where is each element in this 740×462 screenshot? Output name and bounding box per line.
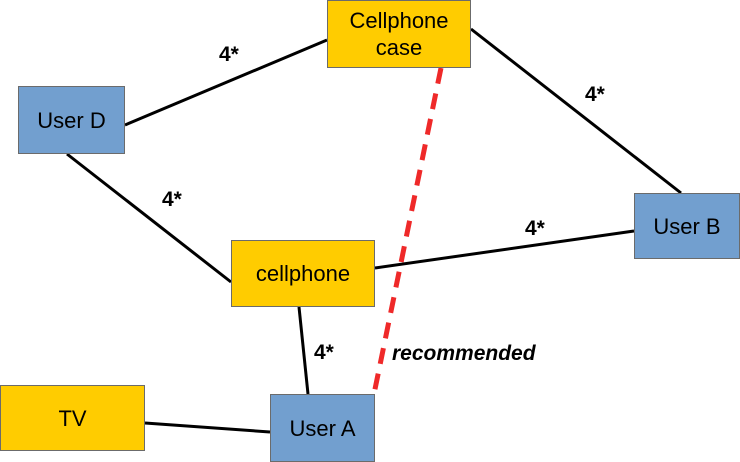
node-user-b: User B <box>634 193 740 259</box>
edge-recommendation-dashed <box>371 67 444 395</box>
node-user-b-label: User B <box>653 213 721 239</box>
recommended-label: recommended <box>392 342 536 365</box>
edge-label-cellphone-user-b: 4* <box>525 217 545 240</box>
node-cellphone: cellphone <box>231 240 375 307</box>
node-user-a-label: User A <box>289 415 356 441</box>
edge-cellphone-case-user-b <box>470 27 682 195</box>
node-tv: TV <box>0 385 145 451</box>
node-cellphone-case-label: Cellphone case <box>349 8 449 60</box>
node-tv-label: TV <box>58 405 87 431</box>
edge-label-cellphone-case-user-b: 4* <box>585 83 605 106</box>
edge-label-cellphone-user-a: 4* <box>314 341 334 364</box>
node-user-d: User D <box>18 86 125 154</box>
edge-user-d-cellphone <box>66 152 232 284</box>
edge-tv-user-a <box>144 421 271 434</box>
node-user-d-label: User D <box>37 107 106 133</box>
edge-cellphone-user-a <box>297 306 310 395</box>
edge-label-user-d-cellphone: 4* <box>162 188 182 211</box>
node-user-a: User A <box>270 394 375 462</box>
edge-user-d-cellphone-case <box>124 38 328 127</box>
node-cellphone-label: cellphone <box>255 261 351 286</box>
edge-cellphone-user-b <box>374 229 635 270</box>
node-cellphone-case: Cellphone case <box>327 0 471 68</box>
edge-label-user-d-cellphone-case: 4* <box>219 43 239 66</box>
